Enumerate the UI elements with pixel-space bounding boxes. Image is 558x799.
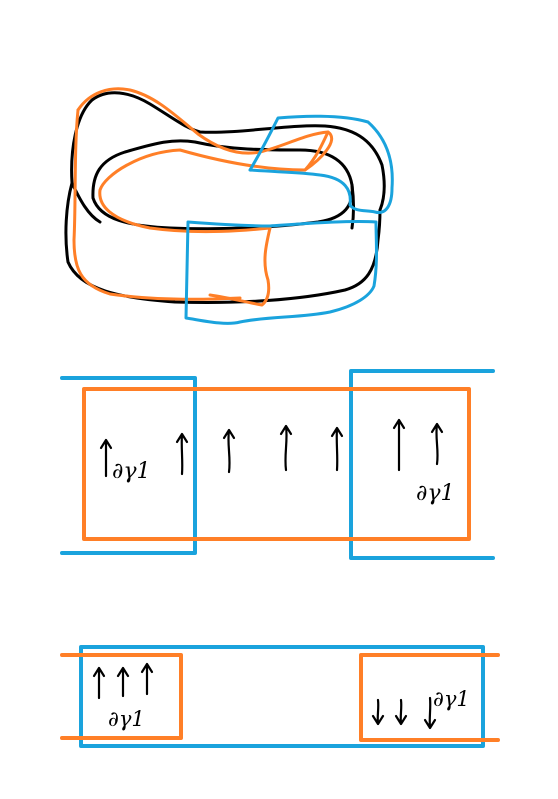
ring-inner-hole-black — [91, 139, 354, 231]
ring-orange-back-cut — [303, 130, 330, 172]
ring-orange-left-side — [72, 108, 242, 301]
middle-panel — [60, 369, 495, 560]
bottom-orange-left-bracket — [60, 653, 183, 740]
bottom-right-arrow-1 — [371, 698, 385, 726]
bottom-orange-right-bracket — [359, 653, 500, 742]
bottom-left-label: ∂γ1 — [108, 707, 145, 731]
bottom-right-label: ∂γ1 — [433, 687, 470, 711]
bottom-left-arrow-1 — [92, 666, 106, 700]
ring-orange-outer — [76, 87, 334, 234]
middle-arrow-up-3 — [222, 428, 236, 474]
middle-arrow-up-1 — [99, 438, 113, 478]
middle-arrow-up-7 — [430, 422, 444, 466]
ring-blue-back-patch — [248, 114, 394, 215]
ring-outer-bottom-black — [64, 181, 382, 304]
middle-arrow-up-5 — [330, 426, 344, 472]
bottom-blue-rectangle — [79, 645, 485, 748]
bottom-right-arrow-2 — [394, 698, 408, 726]
ring-outer-top-black — [70, 91, 386, 212]
bottom-right-arrow-3 — [423, 696, 437, 730]
middle-left-label: ∂γ1 — [112, 459, 151, 484]
ring-orange-front-cut — [208, 226, 272, 307]
arrow-layer — [92, 418, 444, 730]
middle-orange-rectangle — [82, 387, 471, 541]
middle-blue-left-bracket — [60, 376, 197, 555]
middle-arrow-up-2 — [175, 432, 189, 476]
middle-arrow-up-6 — [392, 418, 406, 472]
ring-sketch — [64, 87, 394, 325]
middle-right-label: ∂γ1 — [416, 481, 455, 506]
bottom-left-arrow-2 — [116, 666, 130, 698]
bottom-left-arrow-3 — [140, 662, 154, 696]
middle-blue-right-bracket — [349, 369, 495, 560]
bottom-panel — [60, 645, 500, 748]
ring-blue-front-patch — [184, 219, 378, 325]
middle-arrow-up-4 — [279, 424, 293, 472]
